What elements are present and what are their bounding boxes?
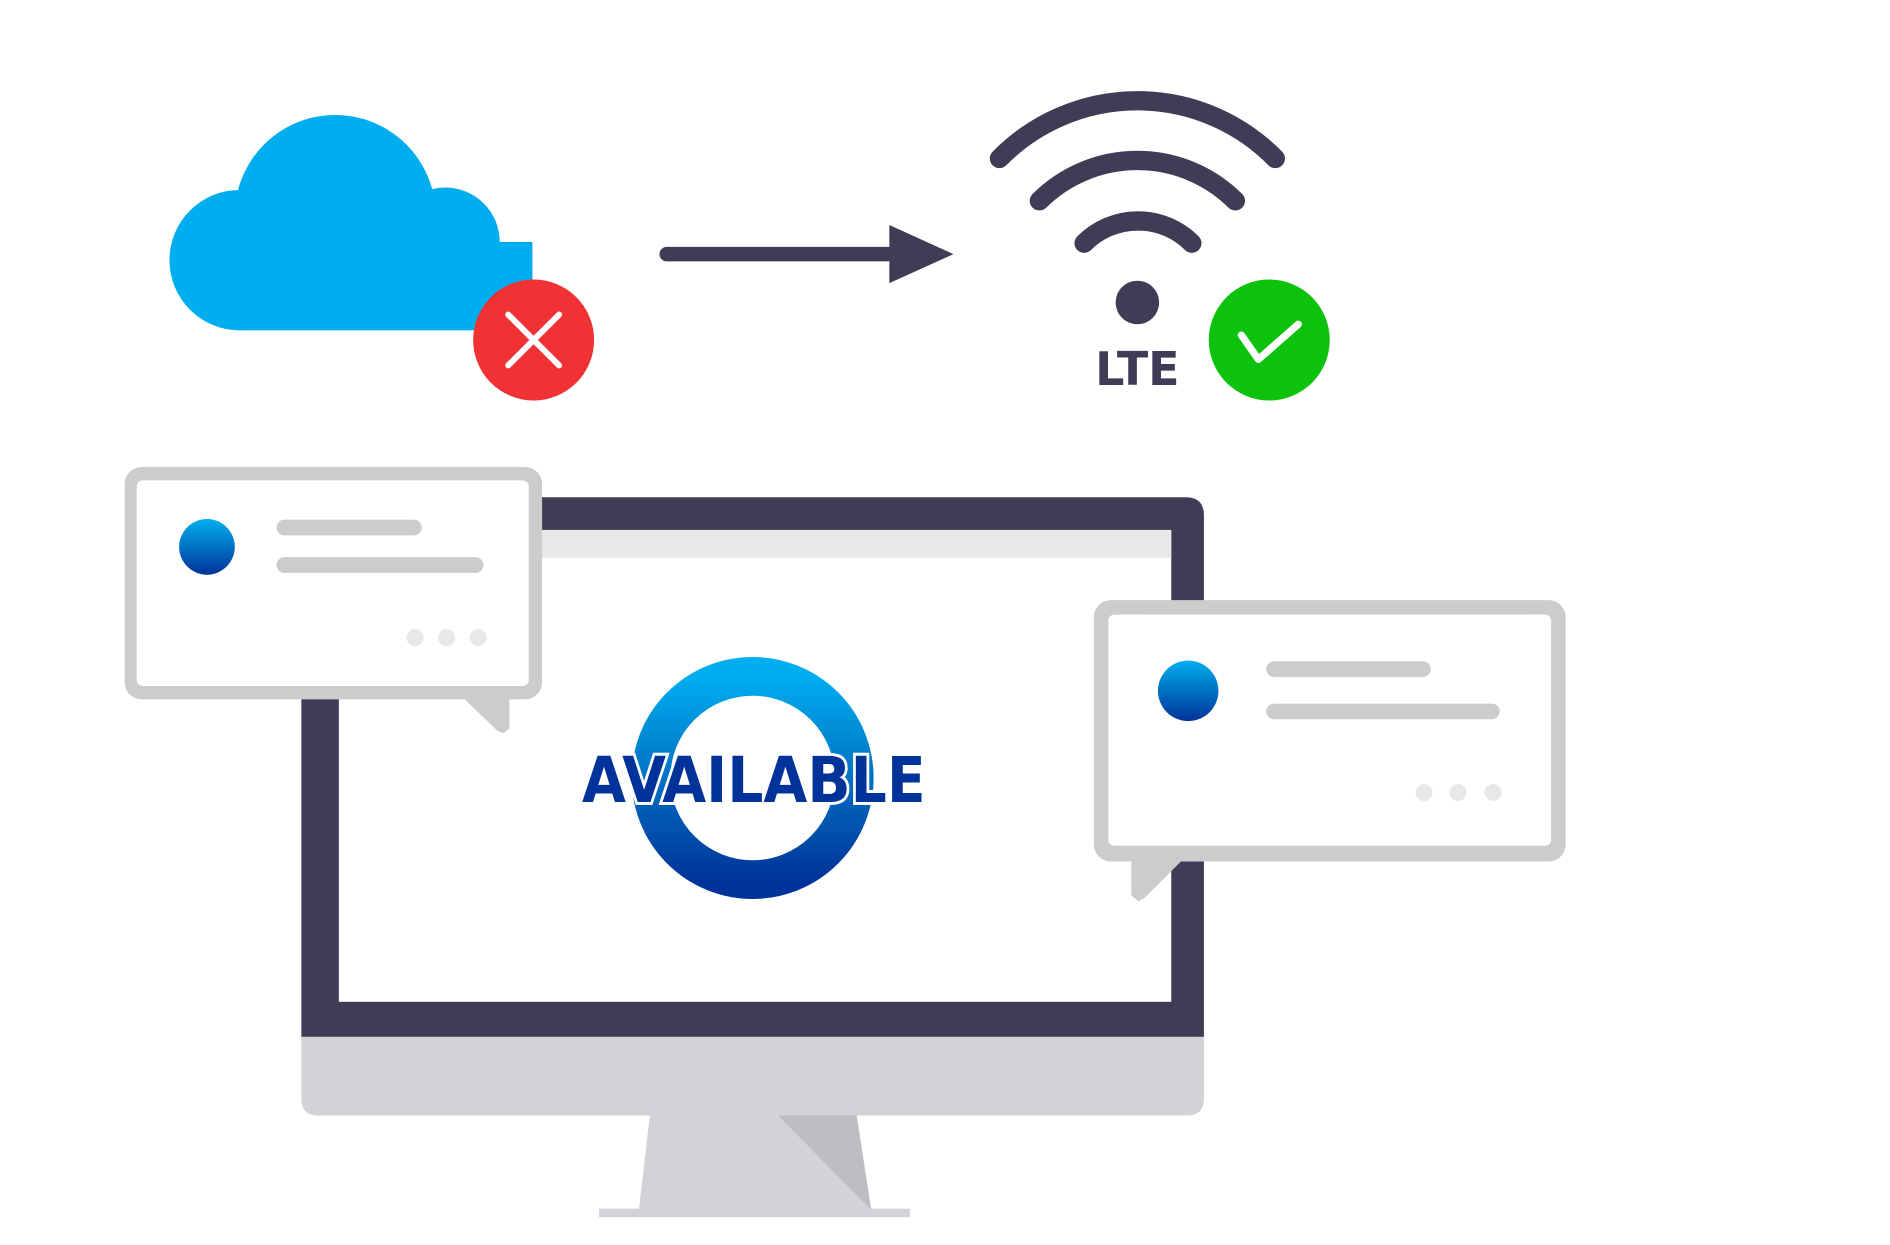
monitor-base — [598, 1208, 910, 1218]
avatar — [179, 519, 235, 575]
typing-dots-icon — [406, 629, 487, 647]
chat-bubble-left — [124, 467, 543, 734]
lte-label: LTE — [1095, 342, 1179, 396]
arrow-right-icon — [659, 225, 954, 284]
cloud-icon — [169, 114, 533, 331]
avatar — [1157, 660, 1219, 722]
available-label: AVAILABLE — [582, 744, 926, 817]
chat-bubble-right — [1093, 600, 1566, 902]
monitor-chin — [301, 1036, 1204, 1116]
wifi-icon — [989, 91, 1285, 325]
typing-dots-icon — [1415, 784, 1502, 801]
error-x-icon — [473, 279, 595, 401]
check-icon — [1208, 279, 1330, 401]
availability-ring — [631, 656, 874, 899]
